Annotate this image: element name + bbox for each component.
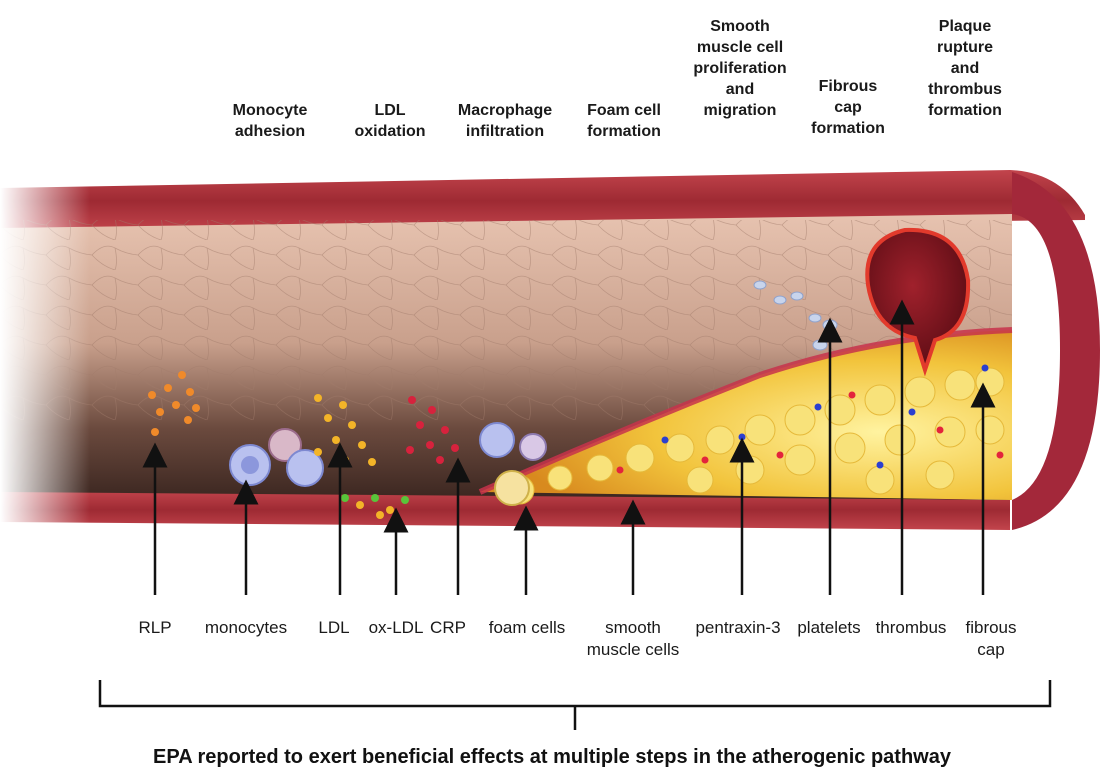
step-fibrous-cap-formation-line: Fibrous (811, 76, 885, 97)
label-pentraxin-3: pentraxin-3 (695, 617, 780, 639)
label-foam-cells: foam cells (489, 617, 566, 639)
label-foam-cells-line: foam cells (489, 617, 566, 639)
step-ldl-oxidation-line: oxidation (354, 121, 425, 142)
label-rlp-line: RLP (138, 617, 171, 639)
step-ldl-oxidation-line: LDL (354, 100, 425, 121)
step-monocyte-adhesion-line: Monocyte (233, 100, 308, 121)
step-foam-cell-formation-line: formation (587, 121, 661, 142)
step-fibrous-cap-formation-line: formation (811, 118, 885, 139)
label-monocytes: monocytes (205, 617, 287, 639)
label-smooth-muscle-cells-line: smooth (587, 617, 680, 639)
label-ox-ldl: ox-LDL (369, 617, 424, 639)
step-macrophage-infiltration-line: Macrophage (458, 100, 552, 121)
label-ox-ldl-line: ox-LDL (369, 617, 424, 639)
pathway-bracket (100, 680, 1050, 730)
step-fibrous-cap-formation-line: cap (811, 97, 885, 118)
label-monocytes-line: monocytes (205, 617, 287, 639)
label-ldl-line: LDL (318, 617, 349, 639)
step-smc-proliferation-line: muscle cell (693, 37, 786, 58)
step-monocyte-adhesion-line: adhesion (233, 121, 308, 142)
step-plaque-rupture-line: formation (928, 100, 1002, 121)
vessel-opening (1012, 172, 1100, 530)
caption: EPA reported to exert beneficial effects… (0, 746, 1104, 769)
step-macrophage-infiltration-line: infiltration (458, 121, 552, 142)
label-crp: CRP (430, 617, 466, 639)
label-ldl: LDL (318, 617, 349, 639)
label-rlp: RLP (138, 617, 171, 639)
step-smc-proliferation-line: proliferation (693, 58, 786, 79)
step-smc-proliferation-line: and (693, 79, 786, 100)
step-plaque-rupture-line: thrombus (928, 79, 1002, 100)
label-smooth-muscle-cells-line: muscle cells (587, 639, 680, 661)
label-crp-line: CRP (430, 617, 466, 639)
step-smc-proliferation-line: migration (693, 100, 786, 121)
step-smc-proliferation-line: Smooth (693, 16, 786, 37)
label-platelets-line: platelets (797, 617, 860, 639)
step-plaque-rupture-line: and (928, 58, 1002, 79)
label-fibrous-cap-line: cap (965, 639, 1016, 661)
label-thrombus-line: thrombus (876, 617, 947, 639)
step-plaque-rupture-line: Plaque (928, 16, 1002, 37)
label-fibrous-cap-line: fibrous (965, 617, 1016, 639)
step-plaque-rupture-line: rupture (928, 37, 1002, 58)
step-foam-cell-formation-line: Foam cell (587, 100, 661, 121)
label-platelets: platelets (797, 617, 860, 639)
label-thrombus: thrombus (876, 617, 947, 639)
label-pentraxin-3-line: pentraxin-3 (695, 617, 780, 639)
